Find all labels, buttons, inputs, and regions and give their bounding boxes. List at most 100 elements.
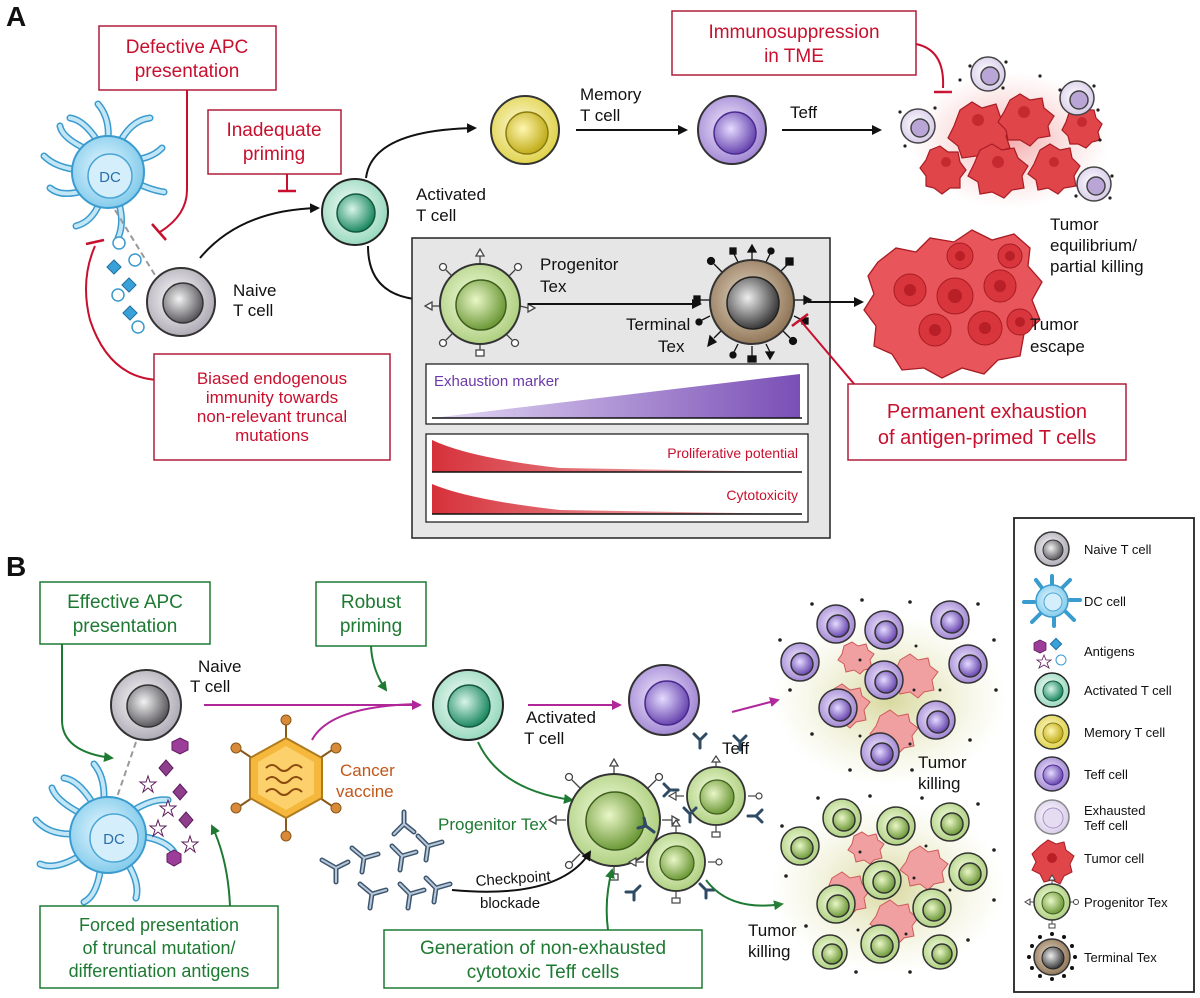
checkpoint-antibodies-icon	[319, 809, 453, 911]
exhaustion-marker-chart: Exhaustion marker	[425, 363, 809, 425]
inadequate-priming-line1: Inadequate	[226, 120, 321, 141]
forced-line1: Forced presentation	[79, 915, 239, 935]
arrow-generation	[605, 868, 615, 931]
dc-label-b: DC	[103, 831, 125, 848]
arrow-to-tumor-killing-bottom	[705, 879, 784, 911]
memory-t-cell-a	[490, 95, 560, 165]
activated-label-a-2: T cell	[416, 206, 456, 225]
permanent-exhaustion-inhibit-line	[799, 319, 856, 386]
legend-label-antigens: Antigens	[1084, 644, 1135, 659]
arrow-forced-presentation	[210, 824, 231, 907]
generation-box: Generation of non-exhausted cytotoxic Te…	[383, 929, 703, 989]
teff-cell-icon	[1034, 756, 1070, 792]
tumor-equilibrium-line2: equilibrium/	[1050, 236, 1137, 255]
permanent-exhaustion-line2: of antigen-primed T cells	[878, 427, 1096, 449]
forced-line3: differentiation antigens	[69, 961, 250, 981]
progenitor-tex-b	[547, 757, 681, 881]
legend-label-activated: Activated T cell	[1084, 683, 1172, 698]
legend-label-exhausted-2: Teff cell	[1084, 818, 1128, 833]
arrow-checkpoint-blockade	[451, 850, 592, 893]
defective-apc-line1: Defective APC	[126, 37, 249, 58]
dc-cell-icon	[1022, 574, 1082, 628]
antigens-b	[138, 737, 200, 867]
tumor-killing-top-line1: Tumor	[918, 753, 967, 772]
defective-apc-box: Defective APC presentation	[98, 25, 277, 91]
panel-a-letter: A	[6, 1, 26, 32]
generation-line1: Generation of non-exhausted	[420, 938, 666, 959]
teff-cell-b	[628, 664, 700, 736]
tumor-escape-line1: Tumor	[1030, 315, 1079, 334]
progenitor-tex-icon	[1024, 874, 1079, 929]
tumor-equilibrium-line3: partial killing	[1050, 257, 1144, 276]
biased-line4: mutations	[235, 426, 309, 445]
naive-label-b-1: Naive	[198, 657, 241, 676]
activated-t-cell-b	[432, 669, 504, 741]
arrow-teff-to-tumor-b	[731, 697, 780, 713]
tumor-cell-icon	[1031, 839, 1075, 885]
legend-label-memory: Memory T cell	[1084, 725, 1165, 740]
activated-t-cell-icon	[1034, 672, 1070, 708]
teff-label-a: Teff	[790, 103, 817, 122]
cancer-vaccine-line1: Cancer	[340, 761, 395, 780]
defective-apc-inhibit-line	[159, 90, 188, 233]
checkpoint-line1: Checkpoint	[475, 868, 552, 890]
naive-label-a-2: T cell	[233, 301, 273, 320]
biased-inhibit-line	[85, 245, 163, 381]
cancer-vaccine-icon	[230, 714, 342, 842]
generation-line2: cytotoxic Teff cells	[467, 962, 619, 983]
activated-t-cell-a	[321, 178, 389, 246]
terminal-tex-a	[693, 243, 813, 363]
robust-priming-box: Robust priming	[315, 581, 427, 647]
antigens-a	[106, 209, 159, 334]
biased-line3: non-relevant truncal	[197, 407, 347, 426]
effective-apc-box: Effective APC presentation	[39, 581, 211, 645]
checkpoint-line2: blockade	[480, 895, 540, 912]
legend-label-naive: Naive T cell	[1084, 542, 1152, 557]
memory-label-1: Memory	[580, 85, 642, 104]
arrow-effective-apc	[61, 644, 114, 763]
legend-label-progenitor: Progenitor Tex	[1084, 895, 1168, 910]
tumor-escape-cluster	[863, 229, 1043, 379]
proliferative-cytotoxicity-chart: Proliferative potential Cytotoxicity	[425, 433, 809, 523]
immunosuppression-inhibit-line	[915, 43, 945, 89]
antibody-bound-progenitor-cells	[624, 732, 764, 904]
dc-cell-a: DC	[40, 100, 168, 242]
permanent-exhaustion-line1: Permanent exhaustion	[887, 401, 1087, 423]
progenitor-label-2: Tex	[540, 277, 567, 296]
antigens-icon	[1033, 637, 1067, 669]
defective-apc-line2: presentation	[135, 61, 240, 82]
tumor-equilibrium-line1: Tumor	[1050, 215, 1099, 234]
terminal-tex-icon	[1027, 932, 1077, 981]
tumor-equilibrium-cluster	[898, 56, 1114, 208]
naive-t-cell-b	[110, 669, 182, 741]
immunosuppression-line1: Immunosuppression	[708, 22, 879, 43]
permanent-exhaustion-inhibit-bar	[791, 313, 809, 327]
tumor-escape-line2: escape	[1030, 337, 1085, 356]
tumor-killing-top-line2: killing	[918, 774, 961, 793]
checkpoint-antibodies-highlight	[321, 811, 451, 909]
naive-label-b-2: T cell	[190, 677, 230, 696]
naive-t-cell-a	[146, 267, 216, 337]
legend-label-exhausted-1: Exhausted	[1084, 803, 1145, 818]
legend-label-teff: Teff cell	[1084, 767, 1128, 782]
forced-line2: of truncal mutation/	[82, 938, 235, 958]
progenitor-label-1: Progenitor	[540, 255, 619, 274]
tumor-killing-bottom-line2: killing	[748, 942, 791, 961]
proliferative-label: Proliferative potential	[667, 445, 798, 461]
legend-label-dc: DC cell	[1084, 594, 1126, 609]
exhausted-teff-cell-icon	[1034, 799, 1070, 835]
inadequate-priming-line2: priming	[243, 144, 305, 165]
arrow-activated-to-progenitor-b	[477, 741, 574, 804]
permanent-exhaustion-box: Permanent exhaustion of antigen-primed T…	[847, 383, 1127, 461]
legend-label-terminal: Terminal Tex	[1084, 950, 1157, 965]
teff-cell-a	[697, 95, 767, 165]
effective-apc-line1: Effective APC	[67, 592, 183, 613]
arrow-naive-to-activated-a	[199, 203, 320, 259]
biased-line2: immunity towards	[206, 388, 338, 407]
activated-label-b-1: Activated	[526, 708, 596, 727]
progenitor-tex-label-b: Progenitor Tex	[438, 815, 548, 834]
biased-immunity-box: Biased endogenous immunity towards non-r…	[153, 353, 391, 461]
arrow-vaccine-to-activated	[311, 703, 419, 741]
biased-inhibit-bar	[85, 238, 105, 246]
